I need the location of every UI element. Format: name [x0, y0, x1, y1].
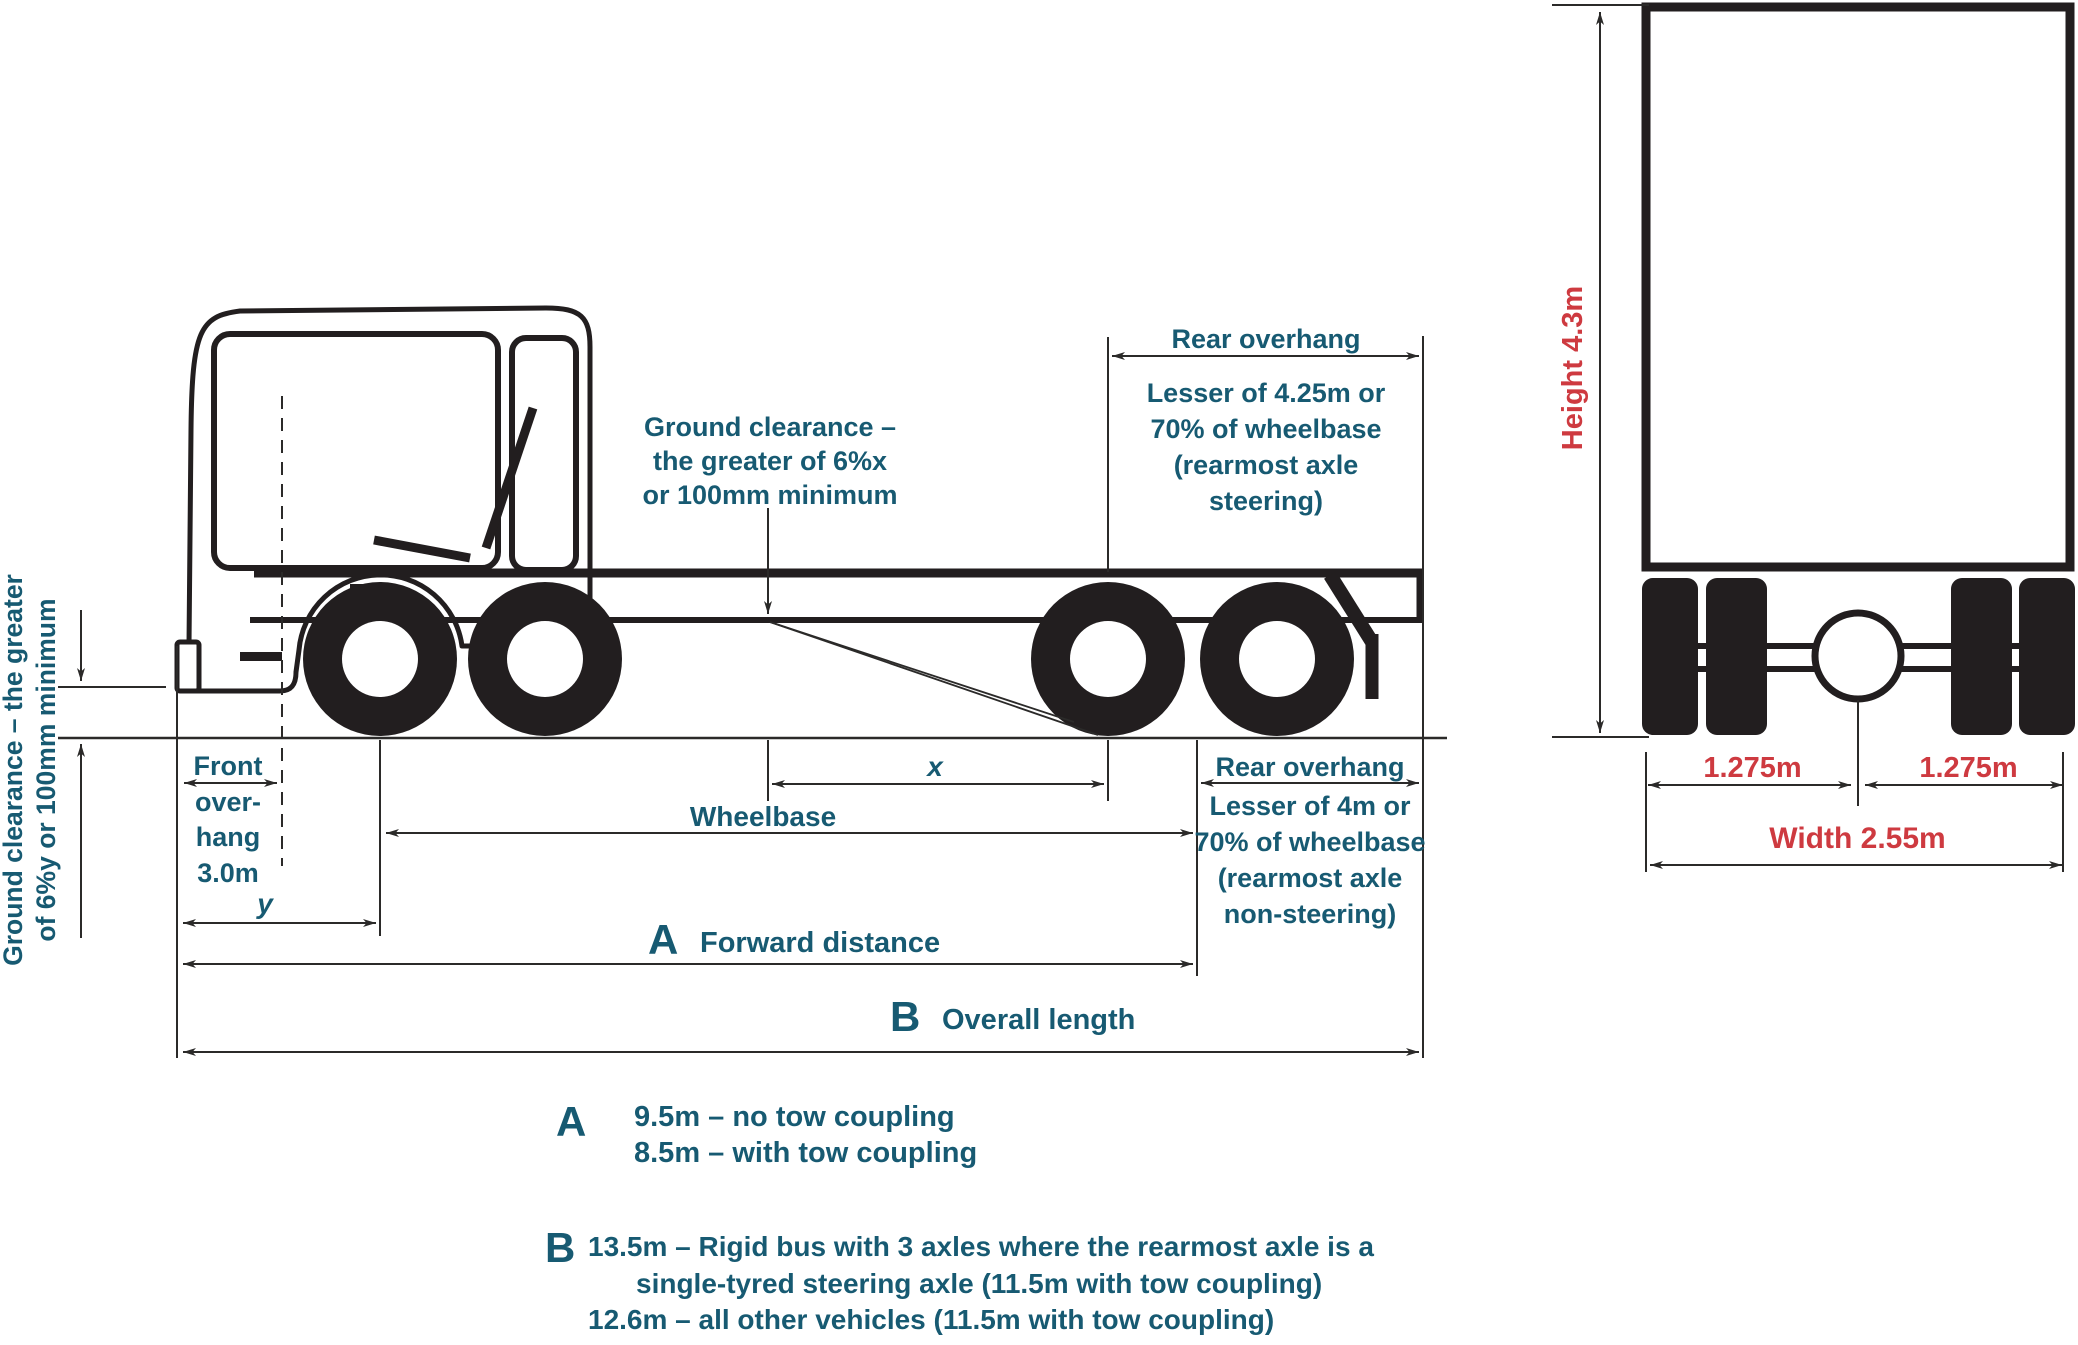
- forward-distance-label: Forward distance: [700, 927, 941, 959]
- forward-distance-letter: A: [648, 916, 679, 963]
- legend-a-text: 9.5m – no tow coupling 8.5m – with tow c…: [634, 1101, 978, 1169]
- front-wheel-2: [468, 582, 622, 736]
- legend-a-letter: A: [556, 1098, 587, 1145]
- rear-overhang-steering-title: Rear overhang: [1171, 324, 1361, 354]
- rear-underrun-diagonal: [1324, 571, 1378, 646]
- cab-side-window: [211, 331, 501, 571]
- rear-body-box: [1641, 2, 2075, 572]
- x-dim-label: x: [927, 751, 943, 782]
- truck-rear-view: [1641, 2, 2075, 735]
- wiper-detail: [481, 406, 538, 550]
- front-wheel-1: [303, 582, 457, 736]
- rear-overhang-steering-label: Lesser of 4.25m or 70% of wheelbase (rea…: [1146, 378, 1386, 516]
- rear-wheel-2: [1200, 582, 1354, 736]
- front-overhang-label: Front over- hang 3.0m: [193, 751, 263, 888]
- differential-circle: [1811, 609, 1905, 703]
- dimension-arrows-rear: [1552, 4, 2064, 872]
- overall-length-letter: B: [890, 993, 921, 1040]
- rear-dual-wheel-outer-right: [2019, 578, 2075, 735]
- clearance-diagonal-2: [769, 621, 1099, 736]
- height-label: Height 4.3m: [1557, 285, 1589, 451]
- width-label: Width 2.55m: [1769, 822, 1946, 855]
- rear-overhang-nonsteering-title: Rear overhang: [1215, 752, 1405, 782]
- track-left-label: 1.275m: [1703, 752, 1802, 784]
- y-dim-label: y: [257, 888, 273, 919]
- overall-length-label: Overall length: [942, 1004, 1136, 1036]
- rear-wheel-1: [1031, 582, 1185, 736]
- track-right-label: 1.275m: [1919, 752, 2018, 784]
- reference-lines: [58, 336, 1447, 1058]
- rear-dual-wheel-inner-left: [1706, 578, 1767, 735]
- rear-dual-wheel-outer-left: [1642, 578, 1698, 735]
- headlight-bar: [240, 652, 282, 661]
- wheelbase-label: Wheelbase: [689, 801, 837, 832]
- legend-b-text: 13.5m – Rigid bus with 3 axles where the…: [588, 1231, 1374, 1335]
- rear-overhang-nonsteering-label: Lesser of 4m or 70% of wheelbase (rearmo…: [1194, 791, 1426, 929]
- rear-dual-wheel-inner-right: [1951, 578, 2012, 735]
- truck-side-view: [174, 305, 1424, 736]
- ground-clearance-left-label: Ground clearance – the greater of 6%y or…: [0, 574, 61, 966]
- dimension-arrows-side: [77, 352, 1419, 1056]
- legend-b-letter: B: [545, 1224, 576, 1271]
- mirror-detail: [373, 535, 471, 563]
- ground-clearance-mid-label: Ground clearance – the greater of 6%x or…: [642, 412, 898, 510]
- front-bumper: [174, 639, 202, 694]
